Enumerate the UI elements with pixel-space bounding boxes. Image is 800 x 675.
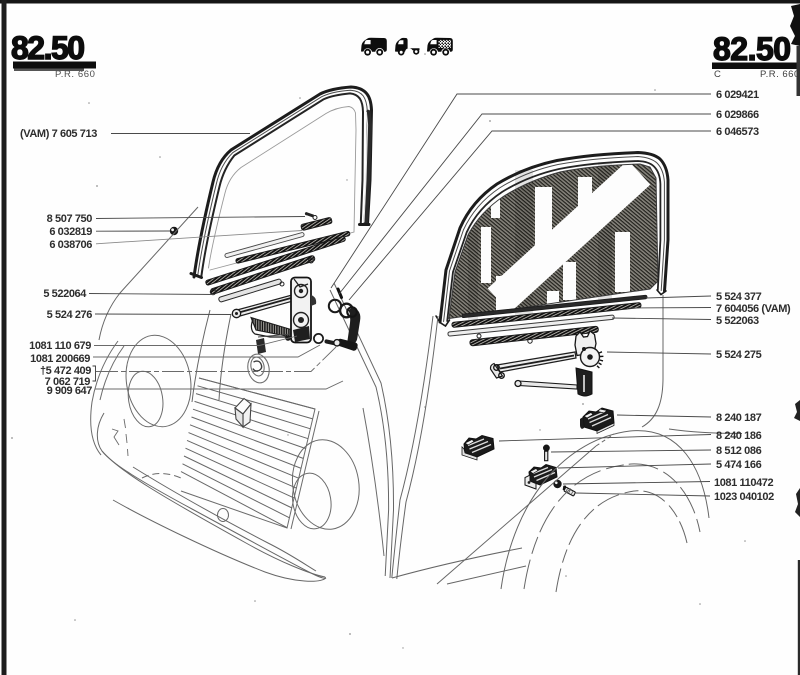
svg-text:1081 110472: 1081 110472 — [714, 477, 774, 489]
svg-text:C: C — [714, 69, 721, 80]
svg-text:7 062 719: 7 062 719 — [45, 376, 91, 388]
svg-text:82.50: 82.50 — [11, 30, 84, 66]
svg-text:9 909 647: 9 909 647 — [47, 385, 93, 397]
svg-text:5 522064: 5 522064 — [43, 288, 87, 300]
svg-text:6 029866: 6 029866 — [716, 109, 759, 121]
svg-text:P.R. 660: P.R. 660 — [760, 69, 800, 80]
svg-text:6 032819: 6 032819 — [49, 226, 92, 238]
svg-text:5 522063: 5 522063 — [716, 315, 759, 327]
svg-text:1081 200669: 1081 200669 — [30, 353, 90, 365]
svg-text:5 524 377: 5 524 377 — [716, 291, 762, 303]
svg-text:7 604056 (VAM): 7 604056 (VAM) — [716, 303, 791, 315]
svg-text:8 240 187: 8 240 187 — [716, 412, 762, 424]
svg-text:1081 110 679: 1081 110 679 — [29, 340, 91, 352]
svg-text:8 512 086: 8 512 086 — [716, 445, 762, 457]
svg-text:6 029421: 6 029421 — [716, 89, 759, 101]
svg-text:5 474 166: 5 474 166 — [716, 459, 762, 471]
svg-text:6 046573: 6 046573 — [716, 126, 759, 138]
svg-text:5 524 275: 5 524 275 — [716, 349, 762, 361]
svg-text:6 038706: 6 038706 — [49, 239, 92, 251]
svg-text:82.50: 82.50 — [713, 31, 791, 67]
svg-text:1023 040102: 1023 040102 — [714, 491, 774, 503]
svg-text:P.R. 660: P.R. 660 — [55, 69, 96, 80]
svg-text:8 240 186: 8 240 186 — [716, 430, 762, 442]
svg-text:8 507 750: 8 507 750 — [47, 213, 93, 225]
svg-text:5 524 276: 5 524 276 — [47, 309, 93, 321]
svg-text:†5 472 409: †5 472 409 — [40, 365, 91, 377]
svg-text:(VAM) 7 605 713: (VAM) 7 605 713 — [20, 128, 97, 140]
